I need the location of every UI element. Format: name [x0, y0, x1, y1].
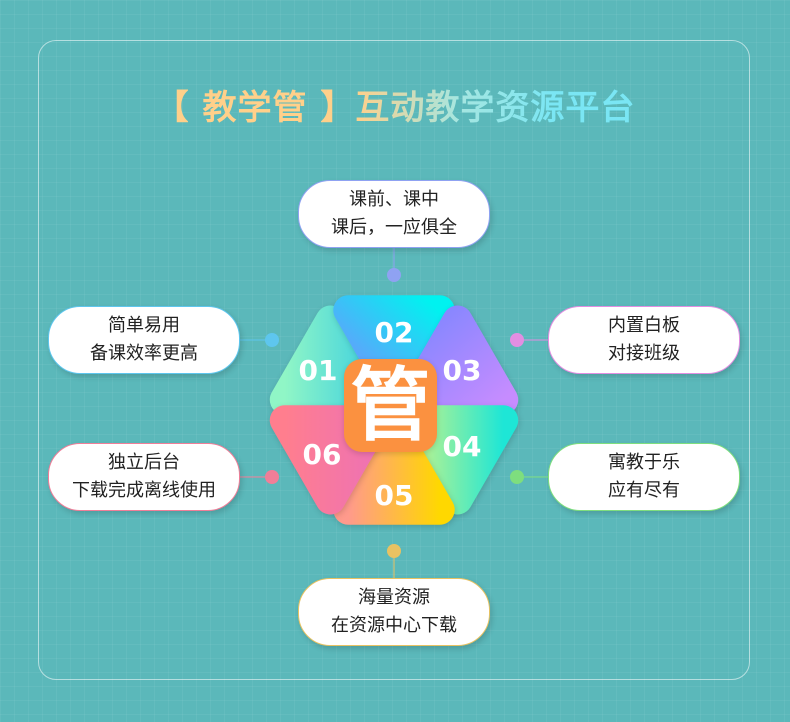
connector-dot [265, 333, 279, 347]
feature-line2: 对接班级 [608, 343, 680, 364]
connector-dot [510, 470, 524, 484]
feature-line1: 内置白板 [608, 315, 680, 336]
connector-dot [387, 544, 401, 558]
petal-02 [333, 295, 455, 405]
feature-card-whiteboard: 内置白板 对接班级 [548, 306, 740, 374]
feature-card-resources: 海量资源 在资源中心下载 [298, 578, 490, 646]
feature-line2: 应有尽有 [608, 480, 680, 501]
feature-line2: 在资源中心下载 [331, 615, 457, 636]
feature-line1: 独立后台 [108, 452, 180, 473]
feature-line2: 下载完成离线使用 [72, 480, 216, 501]
content-frame [38, 40, 750, 680]
connector-dot [510, 333, 524, 347]
feature-card-offline: 独立后台 下载完成离线使用 [48, 443, 240, 511]
petal-number-04: 04 [442, 430, 482, 463]
feature-line1: 课前、课中 [349, 189, 439, 210]
feature-card-fun: 寓教于乐 应有尽有 [548, 443, 740, 511]
feature-line1: 寓教于乐 [608, 452, 680, 473]
petal-number-02: 02 [374, 316, 414, 349]
app-logo-icon: 管 [344, 359, 437, 452]
connector-dot [265, 470, 279, 484]
feature-line1: 简单易用 [108, 315, 180, 336]
feature-card-lessons: 课前、课中 课后，一应俱全 [298, 180, 490, 248]
petal-number-03: 03 [442, 354, 482, 387]
feature-line2: 课后，一应俱全 [331, 217, 457, 238]
petal-05 [333, 415, 455, 525]
feature-line1: 海量资源 [358, 587, 430, 608]
petal-number-05: 05 [374, 479, 414, 512]
connector-dot [387, 268, 401, 282]
feature-card-easy: 简单易用 备课效率更高 [48, 306, 240, 374]
feature-line2: 备课效率更高 [90, 343, 198, 364]
petal-number-01: 01 [298, 354, 338, 387]
page-title: 【 教学管 】互动教学资源平台 [0, 80, 790, 129]
petal-number-06: 06 [302, 438, 342, 471]
